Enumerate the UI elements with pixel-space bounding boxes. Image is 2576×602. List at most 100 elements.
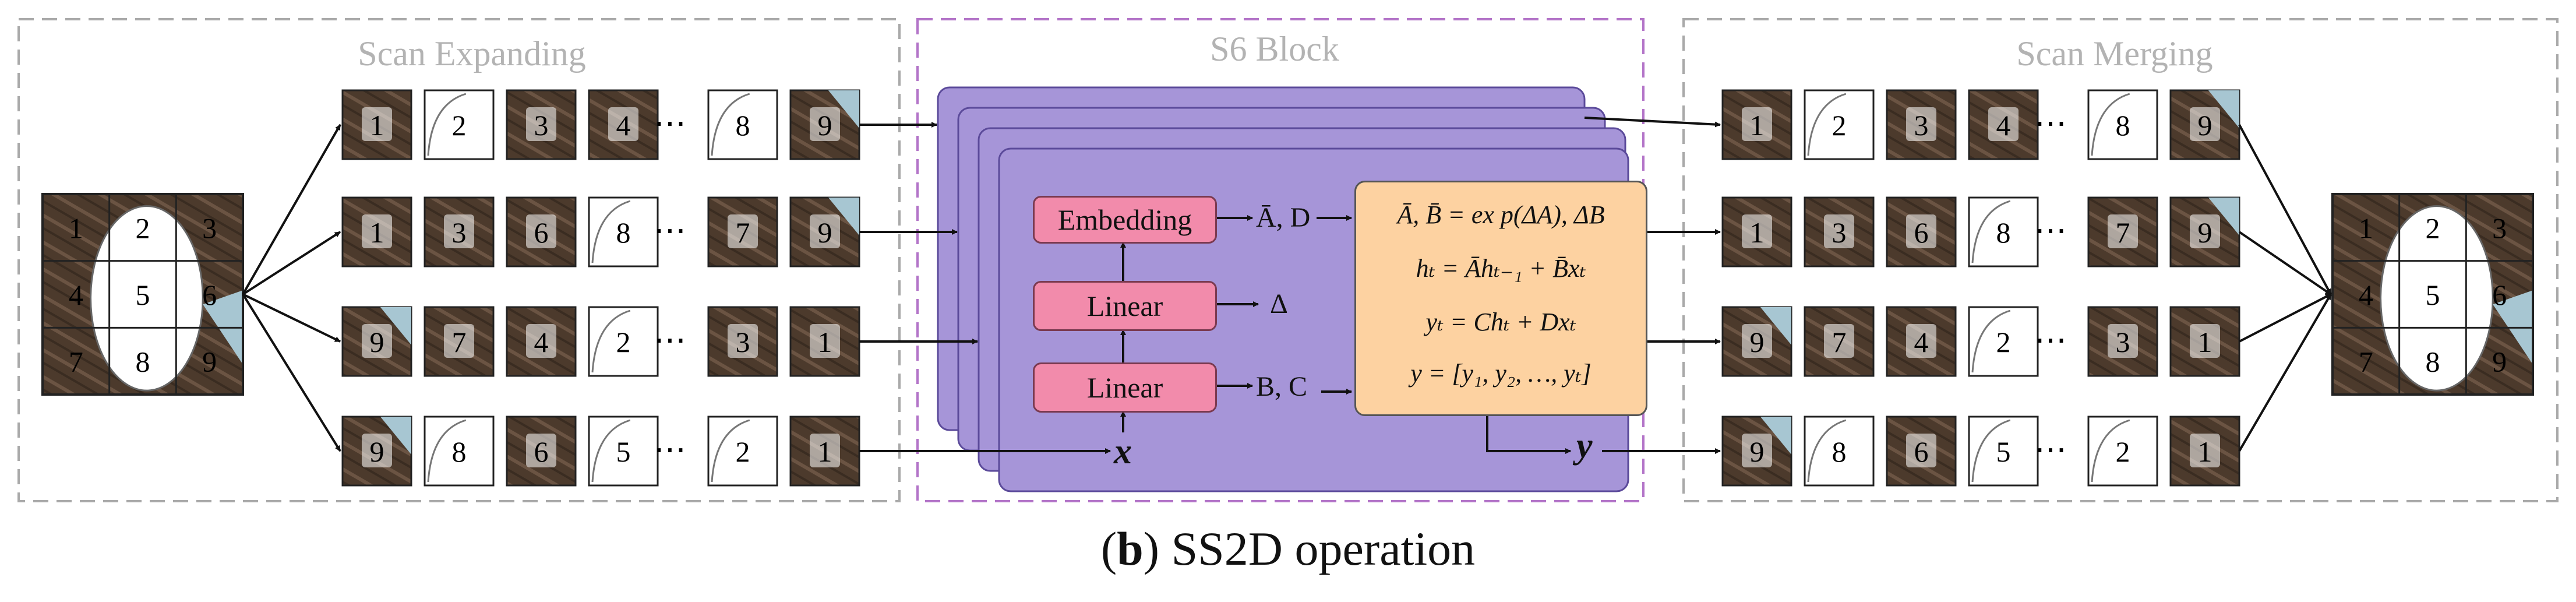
patch-tile: 6 <box>506 416 577 487</box>
fan-in-arrow <box>2238 293 2332 452</box>
patch-label-bg <box>608 107 638 141</box>
fan-out-arrow <box>242 293 341 343</box>
patch-tile: 3 <box>1886 89 1957 160</box>
patch-label-bg <box>1742 214 1772 248</box>
patch-number: 9 <box>370 435 384 468</box>
patch-number: 1 <box>2198 326 2212 358</box>
patch-number: 1 <box>818 435 832 468</box>
patch-label-bg <box>2108 214 2138 248</box>
patch-tile: 9 <box>1721 416 1792 487</box>
patch-tile: 2 <box>2087 416 2158 487</box>
grid-cell-number: 9 <box>202 346 217 378</box>
patch-number: 2 <box>452 109 467 142</box>
arrows-layer <box>242 117 2332 454</box>
patch-number: 6 <box>534 435 549 468</box>
patch-label-bg <box>810 324 840 358</box>
fan-out-arrow <box>242 124 341 295</box>
patch-label-bg <box>1906 214 1936 248</box>
patch-tile: 5 <box>588 416 659 487</box>
patch-label-bg <box>2190 107 2220 141</box>
patch-number: 5 <box>616 435 631 468</box>
patch-number: 1 <box>370 109 384 142</box>
patch-tile: 1 <box>1721 89 1792 160</box>
grid-cell-number: 3 <box>202 212 217 244</box>
patch-tile: 6 <box>1886 416 1957 487</box>
grid-cell-number: 1 <box>69 212 83 244</box>
patch-label-bg <box>1742 107 1772 141</box>
ellipsis: ⋯ <box>654 104 686 142</box>
patch-number: 2 <box>2116 435 2130 468</box>
grid-cell-number: 6 <box>2492 279 2507 311</box>
fan-out-arrow <box>242 293 341 452</box>
patch-number: 7 <box>736 216 750 249</box>
patch-tile: 2 <box>707 416 778 487</box>
patch-label-bg <box>1742 434 1772 467</box>
patch-tile: 2 <box>1968 306 2039 377</box>
patch-tile: 3 <box>2087 306 2158 377</box>
grid-cell-number: 5 <box>2426 279 2440 311</box>
patch-tile: 9 <box>2169 89 2240 160</box>
ellipsis: ⋯ <box>2034 104 2067 142</box>
patch-tile: 4 <box>506 306 577 377</box>
patch-label-bg <box>362 214 392 248</box>
patch-tile: 3 <box>1804 196 1875 267</box>
ellipsis: ⋯ <box>2034 431 2067 469</box>
patch-number: 7 <box>2116 216 2130 249</box>
patch-label-bg <box>2108 324 2138 358</box>
patch-number: 9 <box>2198 109 2212 142</box>
patch-label-bg <box>444 214 474 248</box>
patch-tile: 7 <box>707 196 778 267</box>
patch-label-bg <box>1824 324 1854 358</box>
grid-cell-number: 2 <box>2426 212 2440 244</box>
scan-merging-frame <box>1682 18 2559 502</box>
patch-number: 3 <box>534 109 549 142</box>
patch-tile: 1 <box>2169 306 2240 377</box>
patch-number: 9 <box>1750 435 1765 468</box>
patch-number: 1 <box>370 216 384 249</box>
patch-tile: 9 <box>341 306 412 377</box>
patch-label-bg <box>444 324 474 358</box>
patch-tile: 9 <box>789 89 860 160</box>
grid-cell-number: 4 <box>2359 279 2373 311</box>
patch-label-bg <box>810 434 840 467</box>
patch-tile: 5 <box>1968 416 2039 487</box>
patch-tile: 7 <box>1804 306 1875 377</box>
patch-label-bg <box>728 324 758 358</box>
grid-cell-number: 7 <box>2359 346 2373 378</box>
patch-number: 4 <box>616 109 631 142</box>
patch-number: 9 <box>818 109 832 142</box>
patch-number: 2 <box>616 326 631 358</box>
s6-layer <box>998 147 1629 492</box>
grid-cell-number: 7 <box>69 346 83 378</box>
patch-tile: 8 <box>424 416 495 487</box>
grid-cell-number: 5 <box>136 279 150 311</box>
patch-tile: 8 <box>1804 416 1875 487</box>
fan-in-arrow <box>2239 293 2331 343</box>
patch-number: 8 <box>1832 435 1847 468</box>
patch-tile: 3 <box>424 196 495 267</box>
patch-tile: 4 <box>588 89 659 160</box>
grid-cell-number: 4 <box>69 279 83 311</box>
patch-number: 7 <box>452 326 467 358</box>
patch-number: 3 <box>1832 216 1847 249</box>
patch-number: 3 <box>452 216 467 249</box>
ellipsis: ⋯ <box>2034 212 2067 249</box>
patch-label-bg <box>362 107 392 141</box>
patch-tile: 8 <box>1968 196 2039 267</box>
patch-tile: 1 <box>341 196 412 267</box>
patch-tile: 9 <box>789 196 860 267</box>
s6-block-stack <box>937 86 1629 492</box>
patch-tile: 3 <box>506 89 577 160</box>
patch-number: 8 <box>736 109 750 142</box>
patch-number: 2 <box>1832 109 1847 142</box>
patch-number: 4 <box>534 326 549 358</box>
fan-in-arrow <box>2238 124 2332 295</box>
grid-cell-number: 8 <box>136 346 150 378</box>
